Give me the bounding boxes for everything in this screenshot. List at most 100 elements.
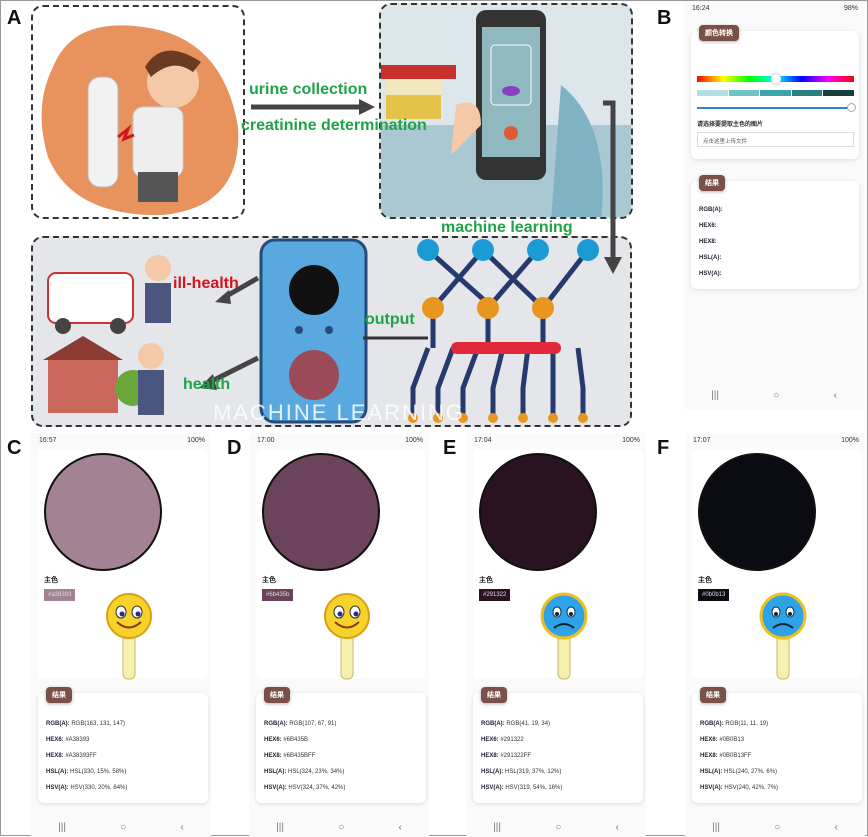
result-row-hex6: HEX6: #6B435B bbox=[264, 737, 308, 743]
nav-bar: ||| ○ ‹ bbox=[249, 822, 429, 833]
sad-face-icon bbox=[540, 592, 588, 680]
panel-label-c: C bbox=[7, 437, 22, 459]
main-color-swatch: #6b435b bbox=[262, 589, 294, 601]
result-tag: 结果 bbox=[699, 175, 725, 191]
field-label: HEX6: bbox=[481, 737, 499, 743]
status-time: 16:24 bbox=[692, 5, 710, 12]
home-button[interactable]: ○ bbox=[774, 822, 781, 833]
main-color-card: 主色 #a38393 bbox=[38, 449, 208, 680]
shade-swatch[interactable] bbox=[697, 90, 728, 96]
result-row-hsl: HSL(A): HSL(319, 37%, 12%) bbox=[481, 769, 561, 775]
field-label: HSL(A): bbox=[700, 769, 723, 775]
home-button[interactable]: ○ bbox=[338, 822, 345, 833]
recent-apps-button[interactable]: ||| bbox=[493, 822, 501, 833]
sad-face-icon bbox=[759, 592, 807, 680]
creatinine-label: creatinine determination bbox=[241, 117, 427, 134]
upload-input[interactable]: 点击这里上传文件 bbox=[697, 132, 854, 147]
field-value: #291322FF bbox=[500, 753, 532, 759]
home-button[interactable]: ○ bbox=[120, 822, 127, 833]
shade-swatch[interactable] bbox=[728, 90, 760, 96]
result-row-hex6: HEX6: #0B0B13 bbox=[700, 737, 744, 743]
nav-bar: ||| ○ ‹ bbox=[31, 822, 211, 833]
field-label: HEX6: bbox=[700, 737, 718, 743]
field-label: HEX8: bbox=[264, 753, 282, 759]
result-row-hsv: HSV(A): HSV(330, 20%, 64%) bbox=[46, 785, 127, 791]
result-row-hex6: HEX6: #A38393 bbox=[46, 737, 89, 743]
back-button[interactable]: ‹ bbox=[398, 822, 402, 833]
result-row-hex8: HEX8: #0B0B13FF bbox=[700, 753, 751, 759]
status-bar: 16:24 98% bbox=[692, 5, 858, 12]
back-button[interactable]: ‹ bbox=[615, 822, 619, 833]
field-value: HSV(240, 42%, 7%) bbox=[724, 785, 779, 791]
result-row-hsl: HSL(A): HSL(330, 15%, 58%) bbox=[46, 769, 126, 775]
recent-apps-button[interactable]: ||| bbox=[712, 822, 720, 833]
lightness-slider[interactable] bbox=[697, 107, 850, 109]
patient-illustration bbox=[41, 25, 239, 216]
recent-apps-button[interactable]: ||| bbox=[276, 822, 284, 833]
status-time: 17:00 bbox=[257, 437, 275, 444]
lightness-slider-handle[interactable] bbox=[847, 103, 856, 112]
result-row-rgb: RGB(A): RGB(41, 19, 34) bbox=[481, 721, 550, 727]
nav-bar: ||| ○ ‹ bbox=[685, 822, 865, 833]
convert-tag: 颜色转换 bbox=[699, 25, 739, 41]
field-value: #0B0B13 bbox=[719, 737, 745, 743]
result-row-hex8: HEX8: #6B435BFF bbox=[264, 753, 315, 759]
shade-swatch[interactable] bbox=[760, 90, 791, 96]
back-button[interactable]: ‹ bbox=[833, 390, 837, 401]
main-color-swatch: #a38393 bbox=[44, 589, 76, 601]
upload-label: 请选择要提取主色的图片 bbox=[697, 122, 764, 128]
field-value: HSL(319, 37%, 12%) bbox=[505, 769, 562, 775]
result-tag: 结果 bbox=[700, 687, 726, 703]
recent-apps-button[interactable]: ||| bbox=[711, 390, 719, 401]
machine-learning-label: machine learning bbox=[441, 219, 573, 236]
main-color-label: 主色 bbox=[262, 577, 276, 584]
field-label: HSL(A): bbox=[46, 769, 69, 775]
color-preview-circle bbox=[698, 453, 816, 571]
status-battery: 100% bbox=[187, 437, 205, 444]
field-label: HEX6: bbox=[264, 737, 282, 743]
recent-apps-button[interactable]: ||| bbox=[58, 822, 66, 833]
ill-health-label: ill-health bbox=[173, 275, 239, 292]
color-preview-circle bbox=[262, 453, 380, 571]
status-battery: 98% bbox=[843, 5, 858, 12]
field-label: HEX8: bbox=[46, 753, 64, 759]
field-label: HSV(A): bbox=[46, 785, 69, 791]
field-value: HSV(324, 37%, 42%) bbox=[288, 785, 346, 791]
phone-capture-box bbox=[379, 3, 633, 219]
result-row-hsl: HSL(A): HSL(324, 23%, 34%) bbox=[264, 769, 344, 775]
status-time: 17:07 bbox=[693, 437, 711, 444]
back-button[interactable]: ‹ bbox=[834, 822, 838, 833]
field-value: RGB(107, 67, 91) bbox=[289, 721, 337, 727]
panel-label-e: E bbox=[443, 437, 457, 459]
result-card: 结果 RGB(A): RGB(163, 131, 147)HEX6: #A383… bbox=[38, 687, 208, 803]
shade-swatch[interactable] bbox=[823, 90, 854, 96]
field-label: RGB(A): bbox=[264, 721, 288, 727]
back-button[interactable]: ‹ bbox=[180, 822, 184, 833]
result-row-hsl: HSL(A): HSL(240, 27%, 6%) bbox=[700, 769, 777, 775]
home-button[interactable]: ○ bbox=[555, 822, 562, 833]
phone-capture-illustration bbox=[381, 10, 631, 217]
urine-collection-label: urine collection bbox=[249, 81, 368, 98]
field-label: HSL(A): bbox=[481, 769, 504, 775]
smiley-face-icon bbox=[324, 593, 370, 680]
result-tag: 结果 bbox=[264, 687, 290, 703]
field-label: HSV(A): bbox=[264, 785, 287, 791]
main-color-card: 主色 #6b435b bbox=[256, 449, 426, 680]
field-value: HSL(330, 15%, 58%) bbox=[70, 769, 127, 775]
home-button[interactable]: ○ bbox=[773, 390, 780, 401]
field-value: HSL(240, 27%, 6%) bbox=[724, 769, 778, 775]
field-label: HEX8: bbox=[481, 753, 499, 759]
field-value: #A38393 bbox=[65, 737, 90, 743]
field-value: RGB(41, 19, 34) bbox=[506, 721, 551, 727]
shade-swatches bbox=[697, 90, 854, 96]
ml-output-box: MACHINE LEARNING ill-health health outpu… bbox=[31, 236, 632, 427]
ml-illustration bbox=[43, 238, 599, 424]
field-value: #0B0B13FF bbox=[719, 753, 752, 759]
hue-slider-handle[interactable] bbox=[771, 74, 781, 84]
shade-swatch[interactable] bbox=[791, 90, 823, 96]
result-row-hex8: HEX8: #A38393FF bbox=[46, 753, 97, 759]
